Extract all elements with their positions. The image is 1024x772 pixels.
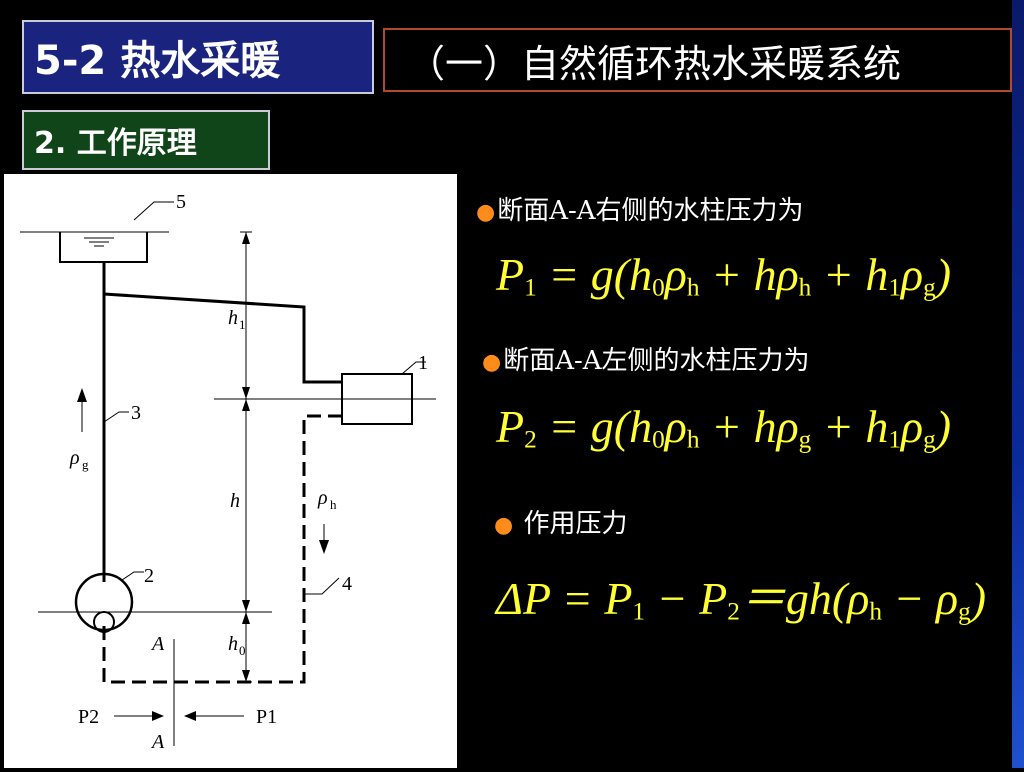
label-p1: P1: [256, 706, 277, 728]
bullet-right-pressure: ●断面A-A右侧的水柱压力为: [476, 190, 804, 227]
section-heading-text: 2. 工作原理: [34, 126, 197, 161]
label-3: 3: [131, 402, 141, 424]
slide-title: 5-2 热水采暖: [22, 20, 374, 94]
label-section-a-top: A: [150, 633, 165, 655]
label-rho-h: ρ: [317, 487, 328, 509]
bullet-acting-pressure: ● 作用压力: [494, 503, 627, 540]
label-p2: P2: [78, 706, 99, 728]
system-diagram-svg: 5 1 3 2 4 h 1 h h 0 ρ g ρ h A A P2 P1: [20, 191, 436, 753]
bullet-left-pressure-text: 断面A-A左侧的水柱压力为: [503, 346, 810, 376]
label-4: 4: [342, 573, 352, 595]
system-diagram: 5 1 3 2 4 h 1 h h 0 ρ g ρ h A A P2 P1: [4, 174, 457, 768]
bullet-left-pressure: ●断面A-A左侧的水柱压力为: [482, 340, 810, 377]
label-rho-g: ρ: [69, 447, 80, 469]
label-h0-sub: 0: [239, 643, 246, 658]
slide-subtitle-text: （一）自然循环热水采暖系统: [407, 41, 902, 86]
label-5: 5: [176, 191, 186, 213]
formula-delta-p: ΔP = P1 − P2＝gh(ρh − ρg): [496, 573, 987, 626]
slide-edge-gradient: [1012, 0, 1024, 768]
bullet-right-pressure-text: 断面A-A右侧的水柱压力为: [497, 196, 804, 226]
bullet-dot-icon: ●: [494, 513, 514, 538]
bullet-acting-pressure-text: 作用压力: [523, 509, 628, 539]
section-heading: 2. 工作原理: [22, 110, 270, 170]
formula-p1: P1 = g(h0ρh + hρh + h1ρg): [496, 249, 952, 302]
label-h0: h: [228, 633, 238, 655]
label-rho-g-sub: g: [82, 457, 89, 472]
formula-p2: P2 = g(h0ρh + hρg + h1ρg): [496, 401, 952, 454]
label-h1: h: [228, 307, 238, 329]
label-1: 1: [418, 352, 428, 374]
label-h: h: [230, 490, 240, 512]
label-section-a-bottom: A: [150, 731, 165, 753]
slide-title-text: 5-2 热水采暖: [34, 38, 281, 84]
label-2: 2: [144, 565, 154, 587]
label-h1-sub: 1: [239, 317, 246, 332]
label-rho-h-sub: h: [330, 497, 337, 512]
bullet-dot-icon: ●: [482, 350, 502, 375]
slide-subtitle: （一）自然循环热水采暖系统: [383, 28, 1012, 92]
bullet-dot-icon: ●: [476, 200, 496, 225]
